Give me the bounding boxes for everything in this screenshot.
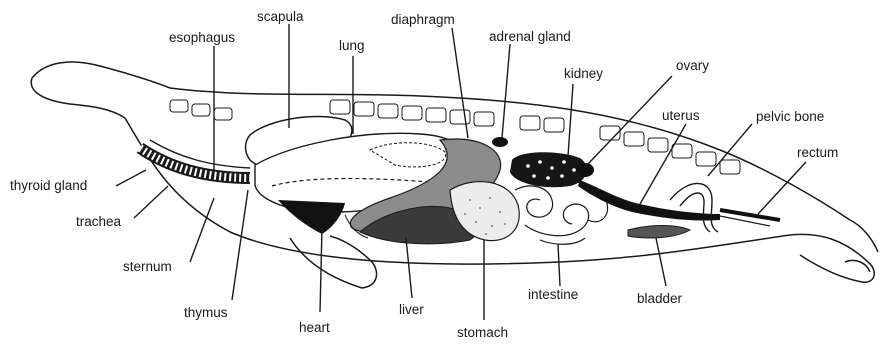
label-bladder: bladder bbox=[637, 291, 683, 306]
label-esophagus: esophagus bbox=[169, 30, 235, 45]
label-rectum: rectum bbox=[797, 145, 838, 160]
label-thyroid-gland: thyroid gland bbox=[10, 178, 87, 193]
label-adrenal-gland: adrenal gland bbox=[489, 29, 571, 44]
label-ovary: ovary bbox=[676, 58, 709, 73]
adrenal-gland-shape bbox=[492, 137, 508, 147]
heart-shape bbox=[278, 200, 345, 234]
label-uterus: uterus bbox=[662, 108, 700, 123]
trachea-shape bbox=[140, 140, 250, 178]
uterus-shape bbox=[578, 180, 720, 221]
label-kidney: kidney bbox=[564, 66, 603, 81]
label-thymus: thymus bbox=[184, 305, 228, 320]
label-stomach: stomach bbox=[457, 325, 508, 340]
label-sternum: sternum bbox=[123, 259, 172, 274]
label-heart: heart bbox=[299, 320, 330, 335]
pelvic-bone-shape bbox=[670, 183, 718, 232]
label-diaphragm: diaphragm bbox=[391, 12, 455, 27]
label-scapula: scapula bbox=[257, 9, 304, 24]
label-trachea: trachea bbox=[76, 214, 122, 229]
label-intestine: intestine bbox=[528, 287, 578, 302]
bladder-shape bbox=[628, 226, 690, 239]
label-lung: lung bbox=[339, 38, 365, 53]
label-pelvic-bone: pelvic bone bbox=[756, 109, 824, 124]
label-liver: liver bbox=[399, 302, 424, 317]
rectum-shape bbox=[720, 210, 780, 220]
ovary-shape bbox=[576, 163, 594, 177]
